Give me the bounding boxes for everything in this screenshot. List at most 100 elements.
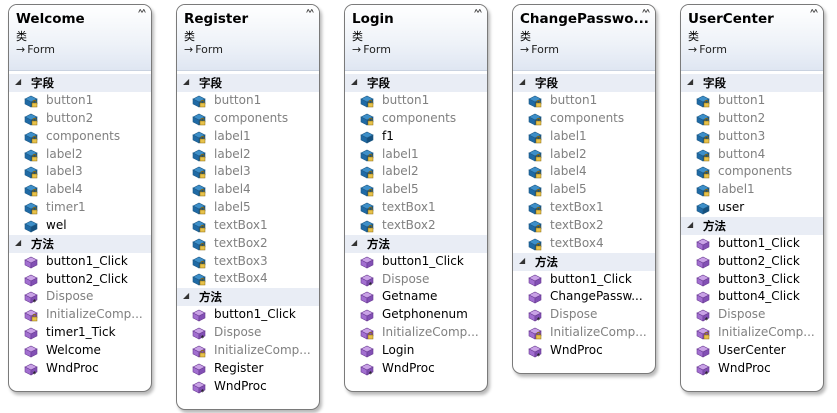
section-header-fields[interactable]: ◢字段 [681, 74, 823, 92]
field-row-components[interactable]: components [9, 128, 151, 146]
expand-triangle-icon[interactable]: ◢ [519, 255, 526, 265]
field-row-wel[interactable]: wel [9, 217, 151, 235]
field-row-label1[interactable]: label1 [513, 128, 655, 146]
field-row-label2[interactable]: label2 [345, 163, 487, 181]
section-header-fields[interactable]: ◢字段 [513, 74, 655, 92]
field-row-textbox1[interactable]: textBox1 [345, 199, 487, 217]
method-row-getphonenum[interactable]: Getphonenum [345, 306, 487, 324]
field-row-textbox2[interactable]: textBox2 [513, 217, 655, 235]
section-header-methods[interactable]: ◢方法 [9, 234, 151, 253]
method-row-dispose[interactable]: *Dispose [345, 271, 487, 289]
method-row-register[interactable]: Register [177, 360, 319, 378]
field-row-textbox1[interactable]: textBox1 [177, 217, 319, 235]
method-row-button4-click[interactable]: button4_Click [681, 288, 823, 306]
field-row-button2[interactable]: button2 [681, 110, 823, 128]
method-row-wndproc[interactable]: *WndProc [345, 360, 487, 378]
field-row-label3[interactable]: label3 [177, 163, 319, 181]
field-row-button1[interactable]: button1 [513, 92, 655, 110]
method-row-initializecomp[interactable]: InitializeComp... [345, 324, 487, 342]
expand-triangle-icon[interactable]: ◢ [15, 237, 22, 247]
method-row-button1-click[interactable]: button1_Click [345, 253, 487, 271]
field-row-label2[interactable]: label2 [177, 146, 319, 164]
field-row-label1[interactable]: label1 [681, 181, 823, 199]
section-header-methods[interactable]: ◢方法 [177, 288, 319, 307]
section-header-methods[interactable]: ◢方法 [681, 216, 823, 235]
method-row-wndproc[interactable]: *WndProc [513, 342, 655, 360]
method-row-wndproc[interactable]: *WndProc [9, 360, 151, 378]
method-row-initializecomp[interactable]: InitializeComp... [9, 306, 151, 324]
expand-triangle-icon[interactable]: ◢ [183, 77, 190, 86]
method-row-dispose[interactable]: *Dispose [9, 288, 151, 306]
expand-triangle-icon[interactable]: ◢ [687, 219, 694, 229]
method-row-getname[interactable]: Getname [345, 288, 487, 306]
method-row-wndproc[interactable]: *WndProc [681, 360, 823, 378]
field-row-button1[interactable]: button1 [177, 92, 319, 110]
method-row-button1-click[interactable]: button1_Click [681, 235, 823, 253]
collapse-chevron-icon[interactable]: ˄˄ [641, 9, 651, 24]
collapse-chevron-icon[interactable]: ˄˄ [809, 9, 819, 24]
field-row-label4[interactable]: label4 [9, 181, 151, 199]
field-row-textbox1[interactable]: textBox1 [513, 199, 655, 217]
method-row-button1-click[interactable]: button1_Click [513, 271, 655, 289]
section-header-fields[interactable]: ◢字段 [345, 74, 487, 92]
section-header-fields[interactable]: ◢字段 [9, 74, 151, 92]
field-row-textbox4[interactable]: textBox4 [513, 235, 655, 253]
field-row-label2[interactable]: label2 [9, 146, 151, 164]
field-row-label5[interactable]: label5 [345, 181, 487, 199]
method-row-usercenter[interactable]: UserCenter [681, 342, 823, 360]
section-header-methods[interactable]: ◢方法 [345, 234, 487, 253]
field-row-components[interactable]: components [513, 110, 655, 128]
field-row-label2[interactable]: label2 [513, 146, 655, 164]
method-row-initializecomp[interactable]: InitializeComp... [681, 324, 823, 342]
method-row-dispose[interactable]: *Dispose [681, 306, 823, 324]
field-row-user[interactable]: user [681, 199, 823, 217]
field-row-button1[interactable]: button1 [345, 92, 487, 110]
field-row-button3[interactable]: button3 [681, 128, 823, 146]
method-row-button1-click[interactable]: button1_Click [177, 306, 319, 324]
method-row-button3-click[interactable]: button3_Click [681, 271, 823, 289]
field-row-button2[interactable]: button2 [9, 110, 151, 128]
field-row-f1[interactable]: f1 [345, 128, 487, 146]
field-row-label4[interactable]: label4 [513, 163, 655, 181]
collapse-chevron-icon[interactable]: ˄˄ [305, 9, 315, 24]
method-row-welcome[interactable]: Welcome [9, 342, 151, 360]
collapse-chevron-icon[interactable]: ˄˄ [137, 9, 147, 24]
method-row-initializecomp[interactable]: InitializeComp... [177, 342, 319, 360]
field-row-components[interactable]: components [345, 110, 487, 128]
method-row-dispose[interactable]: *Dispose [177, 324, 319, 342]
field-row-label1[interactable]: label1 [345, 146, 487, 164]
expand-triangle-icon[interactable]: ◢ [687, 77, 694, 86]
field-row-textbox4[interactable]: textBox4 [177, 270, 319, 288]
method-row-button2-click[interactable]: button2_Click [9, 271, 151, 289]
field-row-components[interactable]: components [681, 163, 823, 181]
field-row-button4[interactable]: button4 [681, 146, 823, 164]
field-row-label1[interactable]: label1 [177, 128, 319, 146]
expand-triangle-icon[interactable]: ◢ [351, 237, 358, 247]
method-row-button1-click[interactable]: button1_Click [9, 253, 151, 271]
field-row-timer1[interactable]: timer1 [9, 199, 151, 217]
field-row-label5[interactable]: label5 [177, 199, 319, 217]
method-row-login[interactable]: Login [345, 342, 487, 360]
expand-triangle-icon[interactable]: ◢ [15, 77, 22, 86]
expand-triangle-icon[interactable]: ◢ [183, 291, 190, 301]
field-row-textbox3[interactable]: textBox3 [177, 253, 319, 271]
method-row-initializecomp[interactable]: InitializeComp... [513, 324, 655, 342]
collapse-chevron-icon[interactable]: ˄˄ [473, 9, 483, 24]
method-row-dispose[interactable]: *Dispose [513, 306, 655, 324]
section-header-fields[interactable]: ◢字段 [177, 74, 319, 92]
expand-triangle-icon[interactable]: ◢ [519, 77, 526, 86]
method-row-wndproc[interactable]: *WndProc [177, 378, 319, 396]
field-row-button1[interactable]: button1 [681, 92, 823, 110]
field-row-button1[interactable]: button1 [9, 92, 151, 110]
method-row-button2-click[interactable]: button2_Click [681, 253, 823, 271]
section-header-methods[interactable]: ◢方法 [513, 252, 655, 271]
field-row-label5[interactable]: label5 [513, 181, 655, 199]
field-row-label3[interactable]: label3 [9, 163, 151, 181]
field-row-textbox2[interactable]: textBox2 [345, 217, 487, 235]
method-row-timer1-tick[interactable]: timer1_Tick [9, 324, 151, 342]
field-row-label4[interactable]: label4 [177, 181, 319, 199]
